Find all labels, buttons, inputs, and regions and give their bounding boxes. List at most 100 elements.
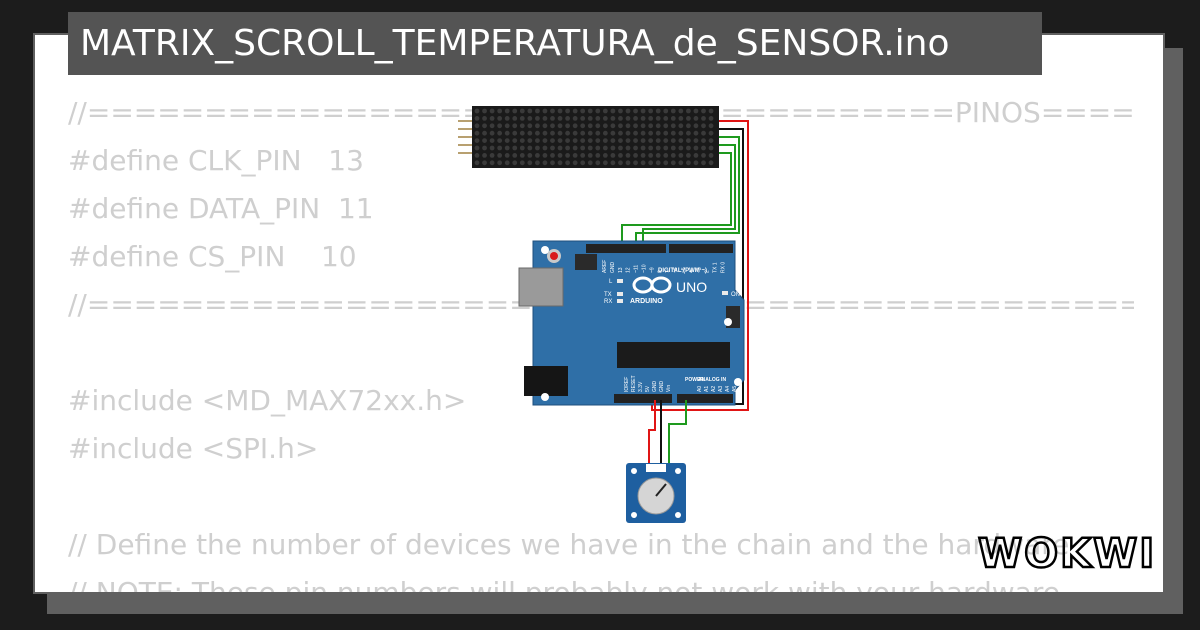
- matrix-led: [625, 130, 631, 136]
- matrix-led: [618, 138, 623, 144]
- matrix-led: [542, 108, 548, 114]
- matrix-led: [595, 160, 601, 166]
- analog-header: [677, 394, 733, 403]
- matrix-led: [610, 145, 616, 151]
- matrix-led: [602, 153, 608, 158]
- matrix-led: [693, 153, 699, 158]
- matrix-led: [602, 116, 608, 121]
- matrix-led: [474, 108, 480, 114]
- matrix-led: [693, 145, 699, 151]
- matrix-led: [618, 153, 623, 158]
- matrix-led: [550, 130, 555, 136]
- matrix-led: [648, 116, 654, 121]
- matrix-led: [550, 116, 555, 121]
- wire-matrix-vcc: [651, 120, 749, 411]
- matrix-led: [595, 153, 601, 158]
- matrix-led: [474, 123, 480, 129]
- led-matrix[interactable]: [458, 106, 719, 168]
- matrix-led: [625, 108, 631, 114]
- pin-label: 13: [618, 267, 624, 273]
- matrix-led: [497, 145, 503, 151]
- matrix-led: [550, 138, 555, 144]
- matrix-led: [625, 160, 631, 166]
- sensor-module[interactable]: [626, 463, 686, 523]
- matrix-led: [519, 145, 525, 151]
- pin-label: GND: [610, 262, 616, 274]
- matrix-led: [602, 160, 608, 166]
- matrix-led: [595, 130, 601, 136]
- matrix-led: [670, 153, 676, 158]
- matrix-led: [701, 145, 706, 151]
- matrix-led: [557, 153, 563, 158]
- matrix-led: [648, 138, 654, 144]
- led-rx: [617, 299, 623, 303]
- matrix-led: [535, 123, 540, 129]
- matrix-led: [686, 145, 691, 151]
- matrix-led: [610, 108, 616, 114]
- matrix-led: [655, 108, 661, 114]
- matrix-led: [580, 138, 586, 144]
- matrix-led: [542, 130, 548, 136]
- matrix-led: [572, 123, 578, 129]
- matrix-led: [602, 123, 608, 129]
- matrix-led: [535, 116, 540, 121]
- matrix-led: [648, 153, 654, 158]
- matrix-led: [504, 116, 510, 121]
- matrix-led: [640, 130, 646, 136]
- digital-label: DIGITAL (PWM ~): [658, 268, 707, 274]
- code-line: #define CS_PIN 10: [68, 240, 357, 273]
- led-rx-label: RX: [604, 299, 612, 305]
- matrix-led: [527, 108, 533, 114]
- matrix-led: [701, 123, 706, 129]
- wokwi-logo: WOKWI: [977, 530, 1154, 577]
- matrix-led: [565, 160, 570, 166]
- matrix-led: [595, 108, 601, 114]
- pin-label: TX 1: [713, 262, 719, 273]
- matrix-led: [595, 123, 601, 129]
- matrix-wires: [621, 120, 749, 411]
- matrix-led: [580, 116, 586, 121]
- matrix-led: [663, 130, 669, 136]
- matrix-led: [519, 123, 525, 129]
- matrix-led: [633, 160, 638, 166]
- matrix-led: [678, 138, 684, 144]
- matrix-led: [489, 108, 495, 114]
- matrix-led: [504, 130, 510, 136]
- matrix-led: [686, 160, 691, 166]
- digital-header-2: [669, 244, 733, 253]
- matrix-led: [497, 116, 503, 121]
- matrix-led: [535, 145, 540, 151]
- matrix-led: [535, 153, 540, 158]
- matrix-led: [640, 116, 646, 121]
- matrix-led: [527, 138, 533, 144]
- matrix-led: [542, 145, 548, 151]
- matrix-led: [625, 138, 631, 144]
- matrix-led: [542, 153, 548, 158]
- arduino-uno-board[interactable]: UNO ARDUINO DIGITAL (PWM ~) POWER ANALOG…: [518, 240, 745, 406]
- matrix-led: [587, 153, 593, 158]
- matrix-led: [708, 160, 714, 166]
- pin-label: 5V: [645, 385, 651, 392]
- matrix-led: [610, 138, 616, 144]
- pin-label: IOREF: [624, 377, 630, 392]
- arduino-logo-icon: [632, 276, 672, 294]
- matrix-led: [474, 160, 480, 166]
- on-label: ON: [731, 292, 740, 298]
- wire-matrix-din: [635, 136, 740, 246]
- matrix-led: [633, 145, 638, 151]
- matrix-led: [587, 138, 593, 144]
- matrix-led: [572, 116, 578, 121]
- matrix-led: [580, 160, 586, 166]
- pin-label: A3: [718, 386, 724, 392]
- project-title: MATRIX_SCROLL_TEMPERATURA_de_SENSOR.ino: [68, 12, 1042, 75]
- matrix-led: [670, 160, 676, 166]
- matrix-led: [535, 138, 540, 144]
- pin-label: ~3: [697, 267, 703, 273]
- code-line: // Define the number of devices we have …: [68, 528, 1070, 561]
- matrix-led: [708, 145, 714, 151]
- matrix-led: [519, 108, 525, 114]
- code-line: #include <MD_MAX72xx.h>: [68, 384, 467, 417]
- matrix-led: [655, 160, 661, 166]
- matrix-led: [701, 108, 706, 114]
- matrix-led: [497, 138, 503, 144]
